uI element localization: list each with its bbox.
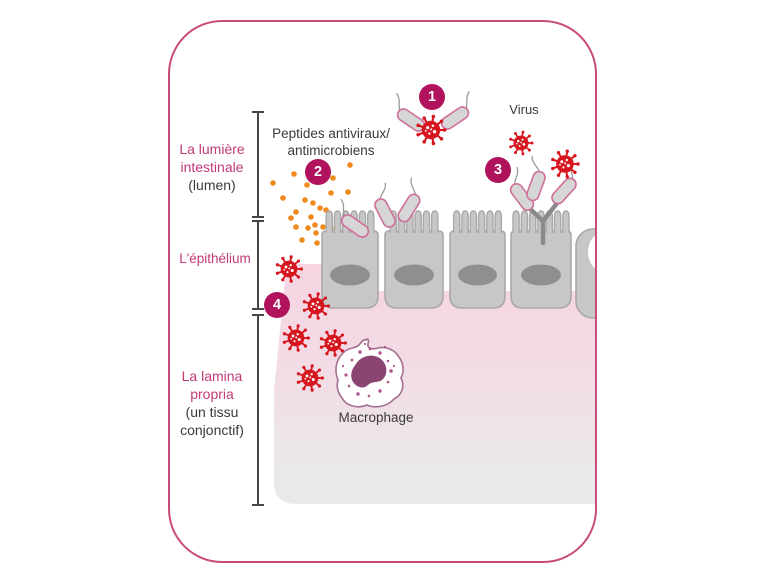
goblet-mucus-icon — [588, 235, 595, 269]
label-virus: Virus — [509, 102, 539, 117]
step-badge-4: 4 — [264, 292, 290, 318]
macrophage-nucleus — [351, 355, 387, 388]
label-lamina-name: La lamina propria — [181, 368, 243, 402]
macrophage-icon — [335, 338, 404, 408]
peptide-dot-icon — [305, 225, 311, 231]
peptide-dot-icon — [293, 209, 299, 215]
peptide-dot-icon — [288, 215, 294, 221]
peptide-dot-icon — [308, 214, 314, 220]
peptide-dot-icon — [280, 195, 286, 201]
cell-nucleus-icon — [521, 264, 561, 286]
peptide-dot-icon — [330, 175, 336, 181]
virus-icon — [508, 129, 535, 157]
diagram-canvas — [252, 90, 595, 506]
peptide-dot-icon — [313, 230, 319, 236]
virus-icon — [550, 148, 581, 180]
peptide-dot-icon — [317, 205, 323, 211]
cell-nucleus-icon — [394, 264, 434, 286]
peptide-dot-icon — [310, 200, 316, 206]
label-lumen-name: La lumière intestinale — [179, 141, 245, 175]
peptide-dot-icon — [304, 182, 310, 188]
lamina-propria-tissue — [274, 264, 595, 504]
label-macrophage: Macrophage — [338, 410, 414, 425]
label-peptides: Peptides antiviraux/ antimicrobiens — [272, 126, 390, 158]
epithelium-cells — [321, 210, 595, 319]
label-epithelium-name: L'épithélium — [179, 251, 251, 266]
peptide-dot-icon — [302, 197, 308, 203]
diagram-frame: La lumière intestinale (lumen) L'épithél… — [168, 20, 597, 563]
peptide-dot-icon — [291, 171, 297, 177]
step-badge-1: 1 — [419, 84, 445, 110]
label-lamina-sub: (un tissu conjonctif) — [180, 404, 244, 438]
peptide-dot-icon — [299, 237, 305, 243]
peptide-dot-icon — [328, 190, 334, 196]
label-lamina-propria: La lamina propria (un tissu conjonctif) — [170, 367, 254, 439]
peptide-dot-icon — [314, 240, 320, 246]
peptide-dot-icon — [312, 222, 318, 228]
peptide-dot-icon — [347, 162, 353, 168]
step-badge-3: 3 — [485, 157, 511, 183]
peptide-dot-icon — [270, 180, 276, 186]
peptide-dot-icon — [293, 224, 299, 230]
cell-nucleus-icon — [458, 264, 497, 286]
label-lumen: La lumière intestinale (lumen) — [170, 140, 254, 194]
peptide-dot-icon — [345, 189, 351, 195]
peptide-dot-icon — [320, 224, 326, 230]
step-badge-2: 2 — [305, 159, 331, 185]
label-epithelium: L'épithélium — [174, 250, 256, 268]
label-lumen-sub: (lumen) — [188, 177, 236, 193]
region-brackets — [252, 111, 264, 506]
cell-nucleus-icon — [330, 264, 370, 286]
peptide-dots — [270, 162, 353, 246]
